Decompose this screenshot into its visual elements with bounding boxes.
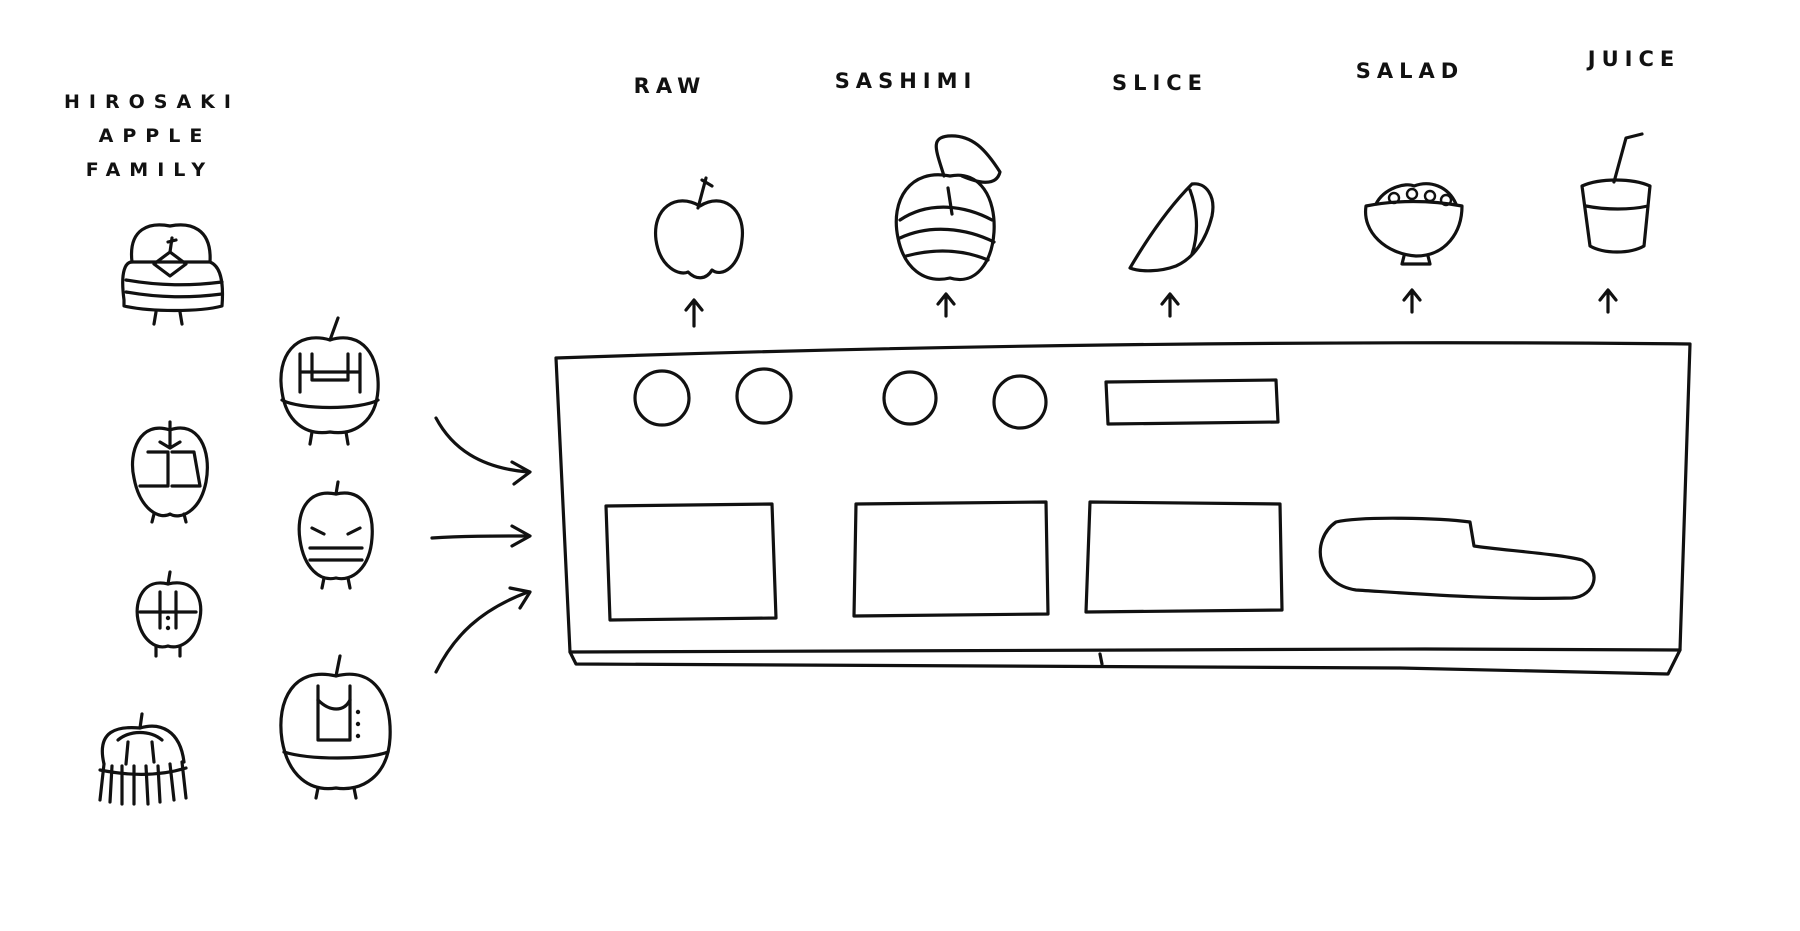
apple-character-icon bbox=[121, 223, 225, 326]
salad-bowl-icon bbox=[1364, 182, 1464, 266]
apple-character-icon bbox=[297, 480, 374, 590]
output-labels: RAW SASHIMI SLICE SALAD JUICE bbox=[634, 47, 1680, 98]
arrow-icon bbox=[434, 416, 532, 486]
machine-body bbox=[554, 341, 1692, 676]
output-label-slice: SLICE bbox=[1112, 71, 1208, 95]
apple-slice-icon bbox=[1128, 182, 1215, 273]
apple-character-icon bbox=[98, 712, 188, 806]
family-title: HIROSAKI APPLE FAMILY bbox=[64, 91, 240, 181]
family-title-line-1: HIROSAKI bbox=[64, 91, 240, 113]
up-arrow-icon bbox=[936, 292, 956, 318]
bin[interactable] bbox=[852, 500, 1050, 618]
output-label-salad: SALAD bbox=[1356, 59, 1464, 83]
apple-icon bbox=[654, 176, 744, 280]
knob[interactable] bbox=[633, 369, 691, 427]
knob[interactable] bbox=[992, 374, 1048, 430]
display-slot bbox=[1104, 378, 1280, 426]
bin[interactable] bbox=[1084, 500, 1284, 614]
apple-character-icon bbox=[279, 654, 392, 800]
juice-cup-icon bbox=[1580, 132, 1652, 254]
apple-character-icon bbox=[130, 420, 209, 524]
family-title-line-3: FAMILY bbox=[86, 159, 214, 181]
knob[interactable] bbox=[882, 370, 938, 426]
output-label-raw: RAW bbox=[634, 74, 707, 98]
family-title-line-2: APPLE bbox=[99, 125, 212, 147]
up-arrow-icon bbox=[684, 298, 704, 328]
arrow-icon bbox=[434, 586, 532, 674]
arrow-icon bbox=[430, 524, 532, 548]
up-arrow-icon bbox=[1402, 288, 1422, 314]
up-arrow-icon bbox=[1598, 288, 1618, 314]
output-label-juice: JUICE bbox=[1586, 47, 1680, 71]
knob[interactable] bbox=[735, 367, 793, 425]
long-bin[interactable] bbox=[1318, 516, 1596, 600]
apple-character-icon bbox=[135, 570, 203, 658]
output-label-sashimi: SASHIMI bbox=[835, 69, 978, 93]
bin[interactable] bbox=[604, 502, 778, 622]
up-arrow-icon bbox=[1160, 292, 1180, 318]
peeled-apple-icon bbox=[894, 134, 1002, 282]
apple-character-icon bbox=[279, 316, 380, 446]
